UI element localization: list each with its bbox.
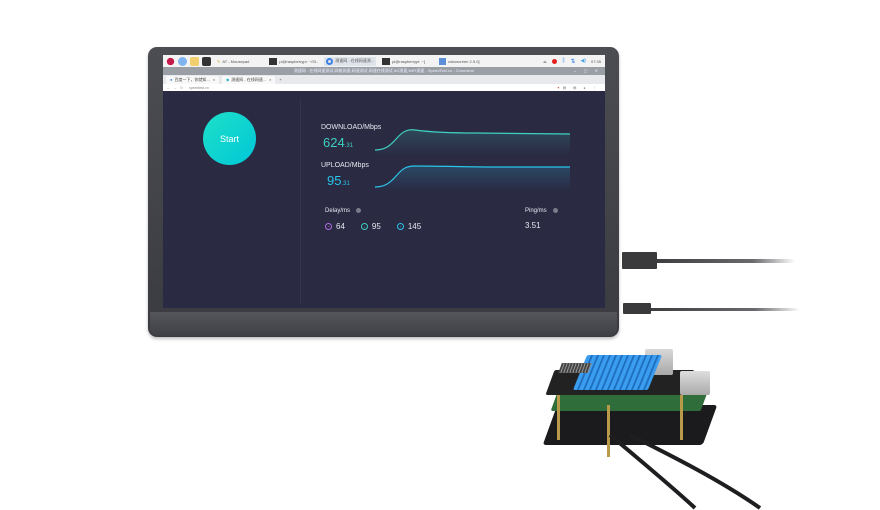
- tab-speedtest[interactable]: ◆ 测速网 - 在线网速... ×: [222, 75, 276, 84]
- taskbar-task-vokoscreen[interactable]: vokoscreen 2.5.0]: [437, 57, 482, 66]
- file-manager-icon[interactable]: [190, 56, 199, 66]
- clock: 07:35: [590, 58, 601, 64]
- pi-cables: [608, 433, 762, 510]
- usb-c-plug-bottom: [623, 303, 651, 314]
- extensions-icons[interactable]: ✦▤ ▤ ● ⋮: [556, 85, 599, 90]
- network-icon[interactable]: ⇅: [570, 58, 576, 65]
- ping-value: 3.51: [525, 221, 541, 230]
- delay-info-icon[interactable]: [356, 208, 362, 213]
- upload-speed-graph: [375, 161, 570, 191]
- text-editor-icon: ✎: [217, 58, 221, 64]
- download-ping-icon: ↓: [360, 223, 368, 230]
- download-label: DOWNLOAD/Mbps: [321, 124, 382, 131]
- url-input[interactable]: speedtest.cn: [188, 85, 209, 90]
- ping-info-icon[interactable]: [552, 208, 558, 213]
- bluetooth-icon[interactable]: ᛒ: [561, 58, 566, 64]
- eject-icon[interactable]: ⏏: [543, 58, 547, 64]
- window-title: 测速网 - 在线网速测试,网络测速,网速测试,网速在线测试,5G测速,WiFi测…: [293, 68, 475, 73]
- window-controls[interactable]: ⌄ ▢ ✕: [573, 68, 601, 73]
- taskbar-task-terminal-2[interactable]: pi@raspberrypi: ~]: [380, 57, 427, 66]
- taskbar-task-terminal-1[interactable]: pi@raspberrypi: ~/SI..: [267, 57, 320, 66]
- delay-download: ↓ 95: [360, 222, 381, 231]
- browser-title-bar: 测速网 - 在线网速测试,网络测速,网速测试,网速在线测试,5G测速,WiFi测…: [163, 67, 605, 75]
- upload-label: UPLOAD/Mbps: [321, 162, 369, 169]
- taskbar-task-chromium[interactable]: 测速网 - 在线网速测...: [324, 56, 377, 66]
- usb-c-cable-top: [655, 259, 795, 263]
- chromium-icon: [326, 57, 334, 65]
- upload-value: 95.31: [327, 173, 350, 188]
- forward-icon[interactable]: →: [173, 85, 178, 90]
- upload-ping-icon: ↑: [396, 223, 404, 230]
- browser-tab-bar: ● 百度一下，你就知... × ◆ 测速网 - 在线网速... × +: [163, 75, 605, 84]
- standoff: [607, 405, 610, 457]
- usb-c-cable-bottom: [650, 308, 800, 311]
- speedtest-page: Start DOWNLOAD/Mbps 624.31 UPLOAD/Mbps 9…: [163, 91, 605, 308]
- usb-c-plug-top: [622, 252, 657, 269]
- idle-ping-icon: ◔: [325, 223, 332, 230]
- baidu-favicon: ●: [170, 77, 173, 82]
- delay-idle: ◔ 64: [325, 222, 345, 231]
- desktop-taskbar: ✎ AT - Mousepad pi@raspberrypi: ~/SI.. 测…: [163, 55, 605, 67]
- gpio-header: [558, 363, 592, 373]
- reload-icon[interactable]: ↻: [180, 85, 183, 90]
- monitor-bottom-bezel: [150, 312, 617, 336]
- tab-close-icon[interactable]: ×: [212, 77, 216, 82]
- ethernet-port: [680, 371, 710, 395]
- download-value: 624.31: [323, 135, 354, 150]
- raspberry-pi-board-stack: [535, 345, 735, 475]
- browser-icon[interactable]: [178, 56, 187, 66]
- taskbar-task-mousepad[interactable]: ✎ AT - Mousepad: [217, 58, 250, 64]
- system-tray: ⏏ ᛒ ⇅ ◀) 07:35: [543, 58, 605, 65]
- tab-baidu[interactable]: ● 百度一下，你就知... ×: [166, 75, 220, 84]
- ping-label: Ping/ms: [525, 208, 558, 214]
- terminal-icon[interactable]: [202, 56, 211, 66]
- speedtest-favicon: ◆: [226, 77, 230, 82]
- monitor-screen: ✎ AT - Mousepad pi@raspberrypi: ~/SI.. 测…: [163, 55, 605, 308]
- back-icon[interactable]: ←: [167, 85, 171, 90]
- delay-values: ◔ 64 ↓ 95 ↑ 145: [325, 222, 421, 231]
- delay-label: Delay/ms: [325, 208, 362, 214]
- raspberry-menu-icon[interactable]: [166, 56, 175, 66]
- tab-close-icon[interactable]: ×: [269, 77, 272, 82]
- volume-icon[interactable]: ◀): [580, 58, 586, 64]
- download-speed-graph: [375, 126, 570, 156]
- terminal-icon: [382, 57, 391, 65]
- record-icon[interactable]: [551, 58, 557, 64]
- panel-divider: [300, 99, 301, 304]
- new-tab-button[interactable]: +: [279, 77, 282, 82]
- vokoscreen-icon: [438, 57, 446, 65]
- standoff: [557, 395, 560, 440]
- standoff: [680, 395, 683, 440]
- start-button[interactable]: Start: [203, 112, 256, 165]
- terminal-icon: [269, 57, 278, 65]
- delay-upload: ↑ 145: [396, 222, 421, 231]
